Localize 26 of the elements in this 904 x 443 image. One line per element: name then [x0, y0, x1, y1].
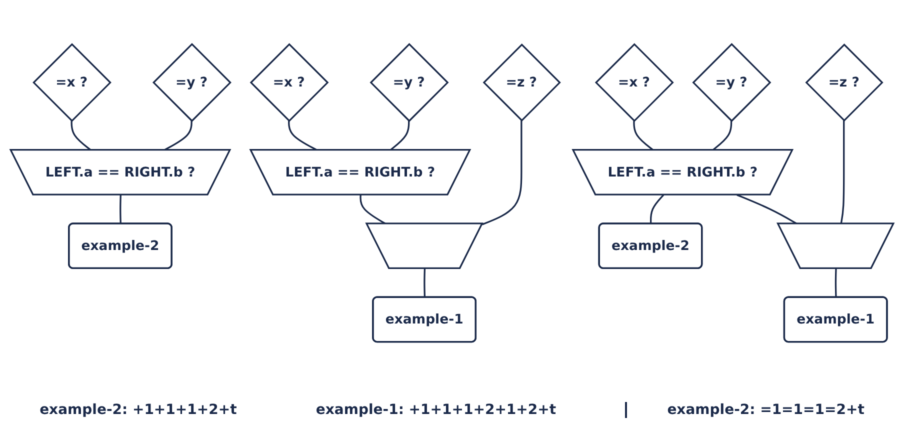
- node-diamond: [250, 42, 329, 122]
- connector: [482, 120, 522, 225]
- connector: [736, 194, 798, 224]
- connector: [633, 120, 654, 150]
- node-diamond: [32, 42, 112, 122]
- connector: [712, 120, 732, 150]
- connector: [70, 120, 92, 150]
- connector: [120, 194, 122, 224]
- connector: [424, 268, 426, 298]
- connector: [360, 194, 386, 224]
- formula-note: example-1: +1+1+1+2+1+2+t: [314, 402, 558, 418]
- node-trapezoid: [776, 222, 895, 268]
- connector: [650, 194, 664, 224]
- node-diamond: [482, 43, 561, 122]
- formula-note: example-2: =1=1=1=2+t: [625, 402, 874, 418]
- connector: [834, 268, 837, 298]
- node-diamond: [152, 42, 232, 122]
- node-diamond: [692, 42, 772, 122]
- formula-note: example-2: +1+1+1+2+t: [38, 402, 238, 418]
- connector: [390, 120, 410, 150]
- node-trapezoid: [365, 222, 484, 268]
- node-diamond: [594, 42, 674, 122]
- node-diamond: [370, 42, 449, 122]
- flowchart-drawing: =x ? =y ? LEFT.a == RIGHT.b ? example-2 =x ? =y ? =z ? LEFT.a == RIGHT.b ? example-1 =x ? =y ? =z ? LEFT.a == RIGHT.b ? example-2 example-1: [4, 2, 900, 382]
- connector: [840, 120, 845, 224]
- node-diamond: [805, 43, 884, 122]
